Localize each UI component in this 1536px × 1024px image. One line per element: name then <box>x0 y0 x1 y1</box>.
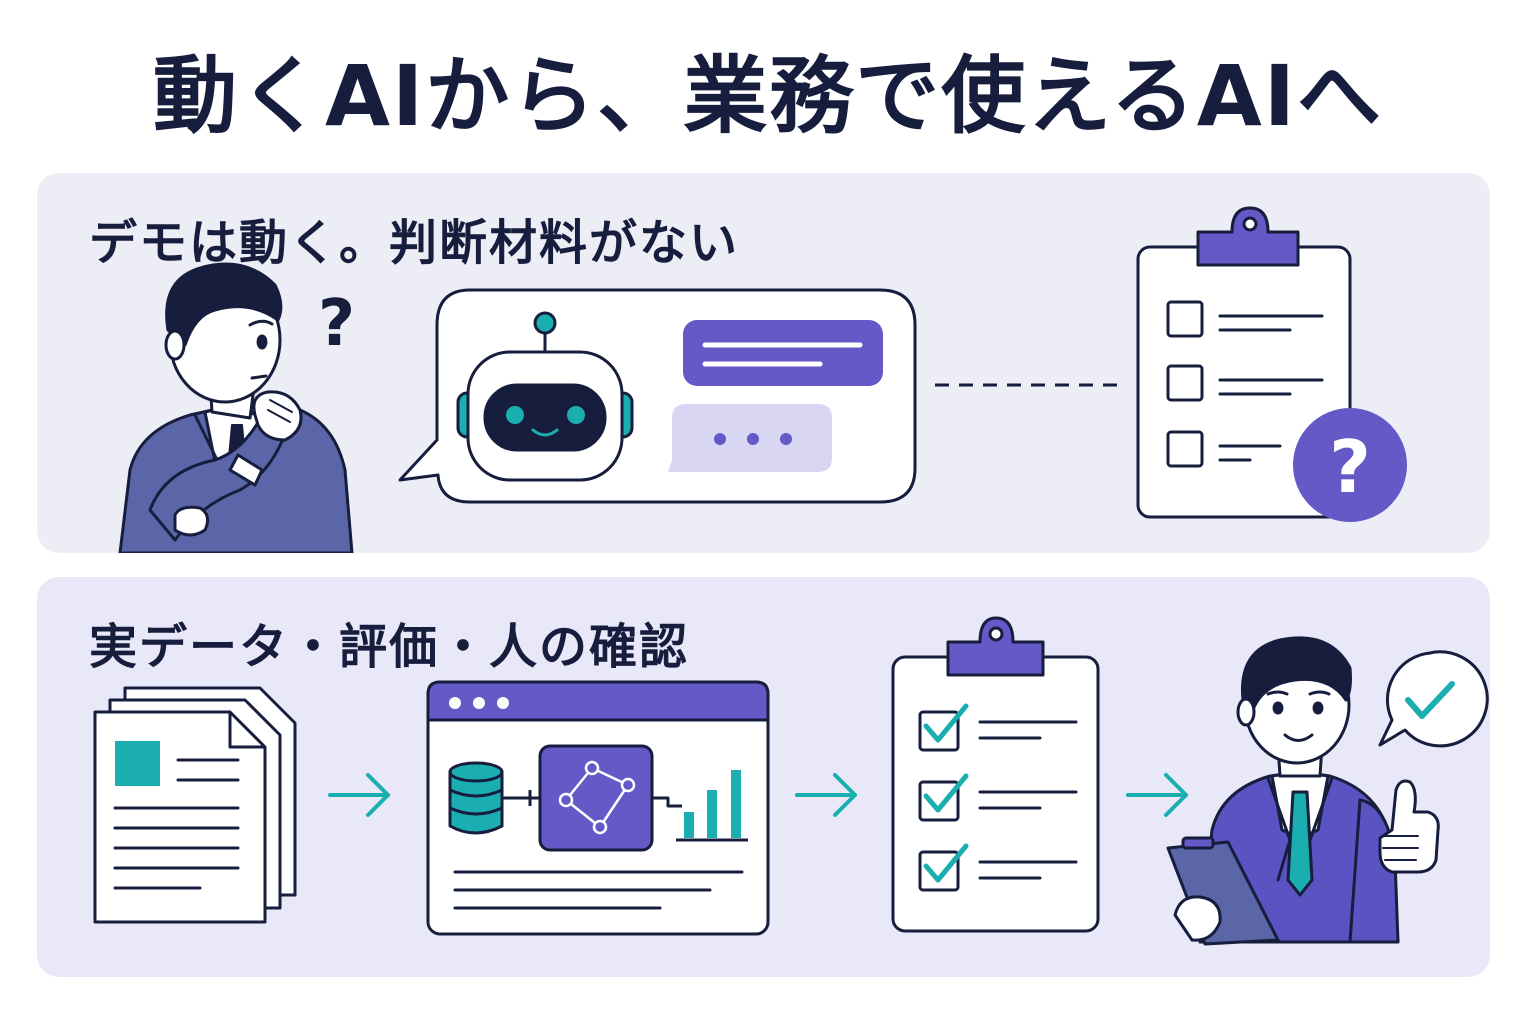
page-title: 動くAIから、業務で使えるAIへ <box>152 47 1383 145</box>
question-badge: ? <box>1293 408 1407 522</box>
robot <box>456 311 634 482</box>
question-badge-mark: ? <box>1329 425 1371 509</box>
problem-heading: デモは動く。判断材料がない <box>89 215 740 271</box>
documents-icon <box>93 686 297 924</box>
question-mark: ? <box>318 287 355 361</box>
workflow-window <box>426 680 770 936</box>
typing-bubble <box>668 404 832 472</box>
solution-heading: 実データ・評価・人の確認 <box>89 619 690 675</box>
check-bubble-icon <box>1378 650 1489 748</box>
arrow-3-icon <box>1126 773 1188 817</box>
arrow-1-icon <box>328 773 390 817</box>
ai-message-bubble <box>683 320 883 386</box>
approving-person <box>1166 636 1440 946</box>
thinking-person <box>118 262 354 553</box>
checklist-checked <box>891 616 1100 933</box>
arrow-2-icon <box>795 773 857 817</box>
